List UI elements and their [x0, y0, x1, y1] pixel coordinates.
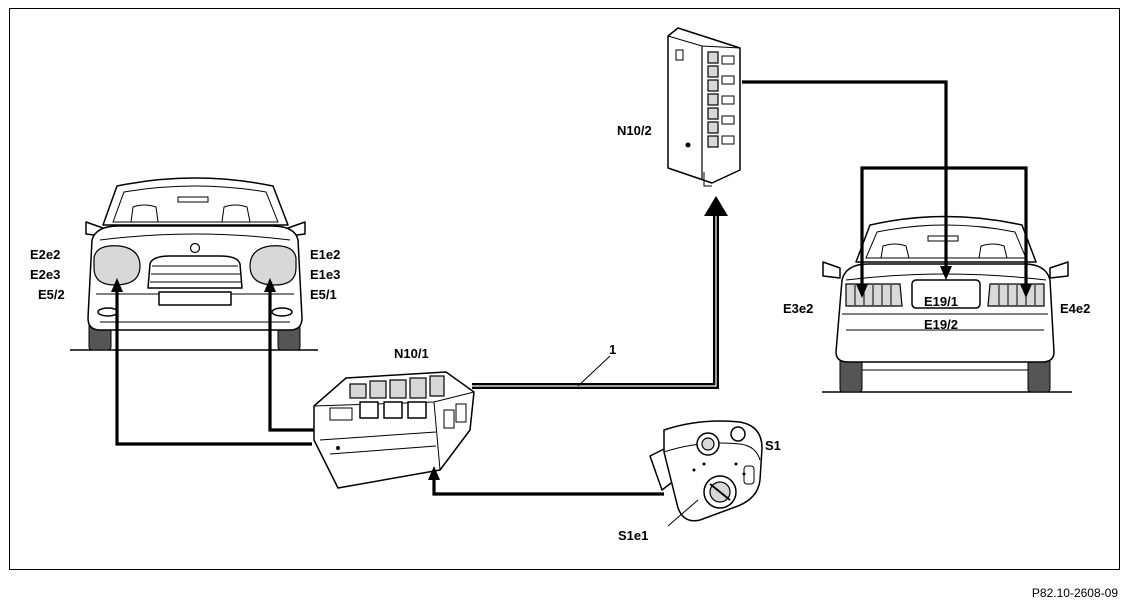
label-e2e3: E2e3: [30, 267, 60, 282]
connection-lines: [111, 80, 1032, 527]
label-n10-2: N10/2: [617, 123, 652, 138]
front-car-illustration: [70, 177, 318, 351]
label-e5-2: E5/2: [38, 287, 65, 302]
label-line-1: 1: [609, 342, 616, 357]
label-e4e2: E4e2: [1060, 301, 1090, 316]
label-e5-1: E5/1: [310, 287, 337, 302]
module-n10-2-illustration: [667, 27, 741, 187]
label-n10-1: N10/1: [394, 346, 429, 361]
label-s1: S1: [765, 438, 781, 453]
reference-code: P82.10-2608-09: [1032, 586, 1118, 600]
label-e1e2: E1e2: [310, 247, 340, 262]
label-e3e2: E3e2: [783, 301, 813, 316]
rear-car-illustration: [822, 215, 1072, 393]
label-e19-2: E19/2: [924, 317, 958, 332]
label-e1e3: E1e3: [310, 267, 340, 282]
diagram-frame: [9, 8, 1120, 570]
label-e19-1: E19/1: [924, 294, 958, 309]
label-e2e2: E2e2: [30, 247, 60, 262]
label-s1e1: S1e1: [618, 528, 648, 543]
module-n10-1-illustration: [313, 371, 475, 489]
light-switch-s1-illustration: [649, 420, 763, 522]
